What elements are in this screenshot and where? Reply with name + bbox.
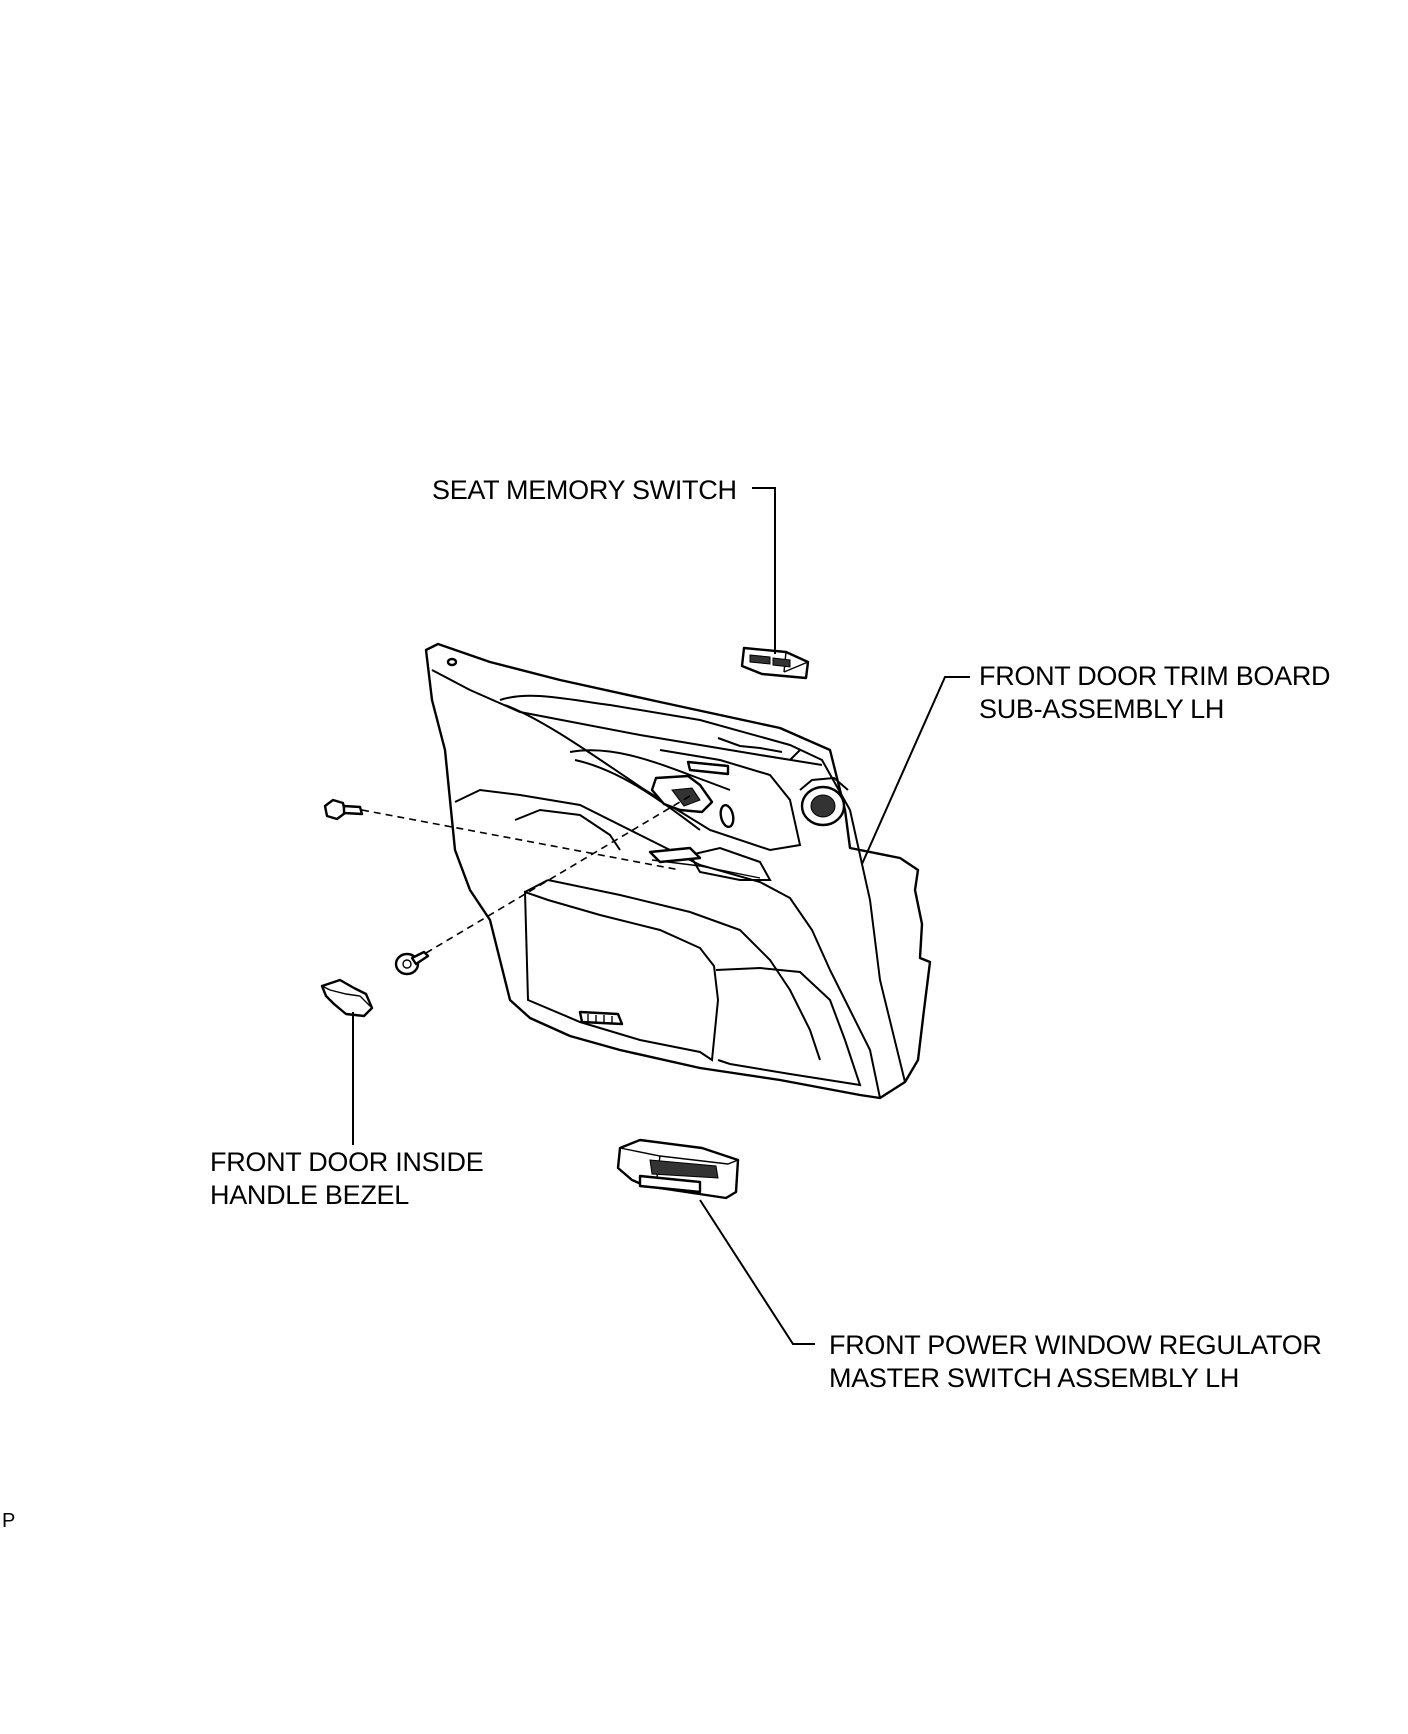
figure-code: P: [2, 1510, 16, 1532]
seat-memory-switch-part: [740, 646, 810, 680]
seat-memory-switch-label: SEAT MEMORY SWITCH: [432, 475, 737, 505]
trim-board-label-line-2: SUB-ASSEMBLY LH: [979, 694, 1225, 724]
lower-screw-guide-line: [425, 795, 691, 954]
trim-board-leader: [861, 676, 970, 865]
lower-screw-part: [394, 950, 430, 976]
master-switch-label-line-1: FRONT POWER WINDOW REGULATOR: [829, 1330, 1322, 1360]
upper-screw-guide-line: [361, 809, 681, 871]
master-switch-part: [616, 1138, 740, 1200]
inside-handle-bezel-part: [320, 978, 374, 1018]
master-switch-label-line-2: MASTER SWITCH ASSEMBLY LH: [829, 1363, 1240, 1393]
trim-board-label-line-1: FRONT DOOR TRIM BOARD: [979, 661, 1331, 691]
inside-handle-bezel-label-line-2: HANDLE BEZEL: [210, 1180, 409, 1210]
upper-screw-part: [323, 798, 364, 821]
inside-handle-bezel-label-line-1: FRONT DOOR INSIDE: [210, 1147, 484, 1177]
front-door-trim-board-part: [424, 642, 932, 1100]
master-switch-leader: [699, 1199, 815, 1345]
seat-memory-switch-leader: [752, 487, 776, 654]
